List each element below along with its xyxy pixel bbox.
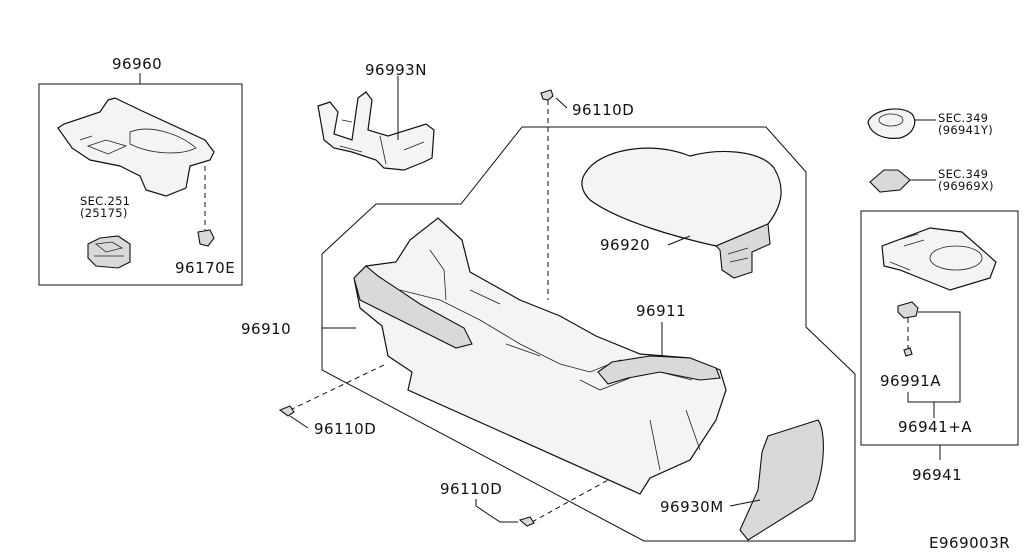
label-96991a: 96991A (880, 372, 941, 390)
group-sec349-b: SEC.349 (96969X) (869, 167, 994, 193)
diagram-code: E969003R (929, 534, 1010, 552)
part-96993n-bracket (317, 91, 435, 171)
part-96110d-left-screw (278, 405, 295, 417)
group-96910: 96910 (241, 217, 727, 495)
label-96993n: 96993N (365, 61, 427, 79)
group-96920: 96920 (581, 147, 782, 279)
part-96993n-detail (339, 119, 425, 165)
label-96110d-top: 96110D (572, 101, 634, 119)
part-96170e-clip (197, 229, 215, 247)
group-96110d-top: 96110D (540, 89, 634, 300)
group-96110d-left: 96110D (278, 363, 387, 438)
part-sec251-detail (94, 241, 124, 257)
leader-96991a (907, 392, 935, 418)
label-sec251-line1: SEC.251 (80, 194, 130, 208)
label-sec349-b-line2: (96969X) (938, 179, 994, 193)
part-96920-hinge (715, 223, 771, 279)
label-96110d-bottom: 96110D (440, 480, 502, 498)
part-96920-lid (581, 147, 782, 247)
group-96930m: 96930M (660, 419, 824, 541)
part-96960-detail (79, 128, 197, 191)
part-96910-interior (399, 249, 701, 471)
outline-main-group (321, 126, 856, 542)
leader-96941-switch (918, 311, 961, 403)
part-96910-front-panel (353, 265, 473, 349)
label-96930m: 96930M (660, 498, 724, 516)
part-96941-switch (897, 301, 919, 319)
part-96941-finisher (881, 227, 997, 291)
part-96110d-top-screw (540, 89, 554, 101)
part-96941-slots (889, 233, 925, 271)
group-96941: 96991A 96941+A 96941 (860, 210, 1019, 484)
part-sec349-b-knob (869, 169, 911, 193)
part-96110d-bottom-screw (518, 516, 535, 527)
dash-96110d-bottom (531, 479, 609, 523)
label-96110d-left: 96110D (314, 420, 376, 438)
group-96960: SEC.251 (25175) 96170E (38, 73, 243, 286)
part-96911-trim (597, 355, 721, 385)
part-96991a-screw (903, 347, 913, 357)
part-96920-hinge-detail (727, 247, 749, 263)
part-sec349-a-inner (878, 113, 904, 127)
dash-96110d-left (289, 363, 387, 411)
label-96910: 96910 (241, 320, 291, 338)
leader-96110d-left (289, 415, 309, 429)
label-96920: 96920 (600, 236, 650, 254)
label-sec251-line2: (25175) (80, 206, 128, 220)
label-96911: 96911 (636, 302, 686, 320)
label-sec349-a-line1: SEC.349 (938, 111, 988, 125)
label-96941: 96941 (912, 466, 962, 484)
leader-96110d-top (555, 97, 568, 109)
group-sec349-a: SEC.349 (96941Y) (867, 108, 993, 139)
group-96110d-bottom: 96110D (440, 479, 609, 527)
label-sec349-a-line2: (96941Y) (938, 123, 993, 137)
part-96930m-panel (739, 419, 824, 541)
label-96941a: 96941+A (898, 418, 972, 436)
part-96941-opening (929, 245, 983, 271)
label-96170e: 96170E (175, 259, 235, 277)
leader-96930m (729, 499, 761, 507)
part-sec251-switch (87, 235, 131, 269)
group-96911: 96911 (597, 302, 721, 385)
group-96993n: 96993N (317, 61, 435, 171)
leader-96920 (667, 235, 691, 246)
label-96960: 96960 (112, 55, 162, 73)
label-sec349-b-line1: SEC.349 (938, 167, 988, 181)
part-sec349-a-ring (867, 108, 916, 139)
leader-96110d-bottom (475, 499, 518, 523)
